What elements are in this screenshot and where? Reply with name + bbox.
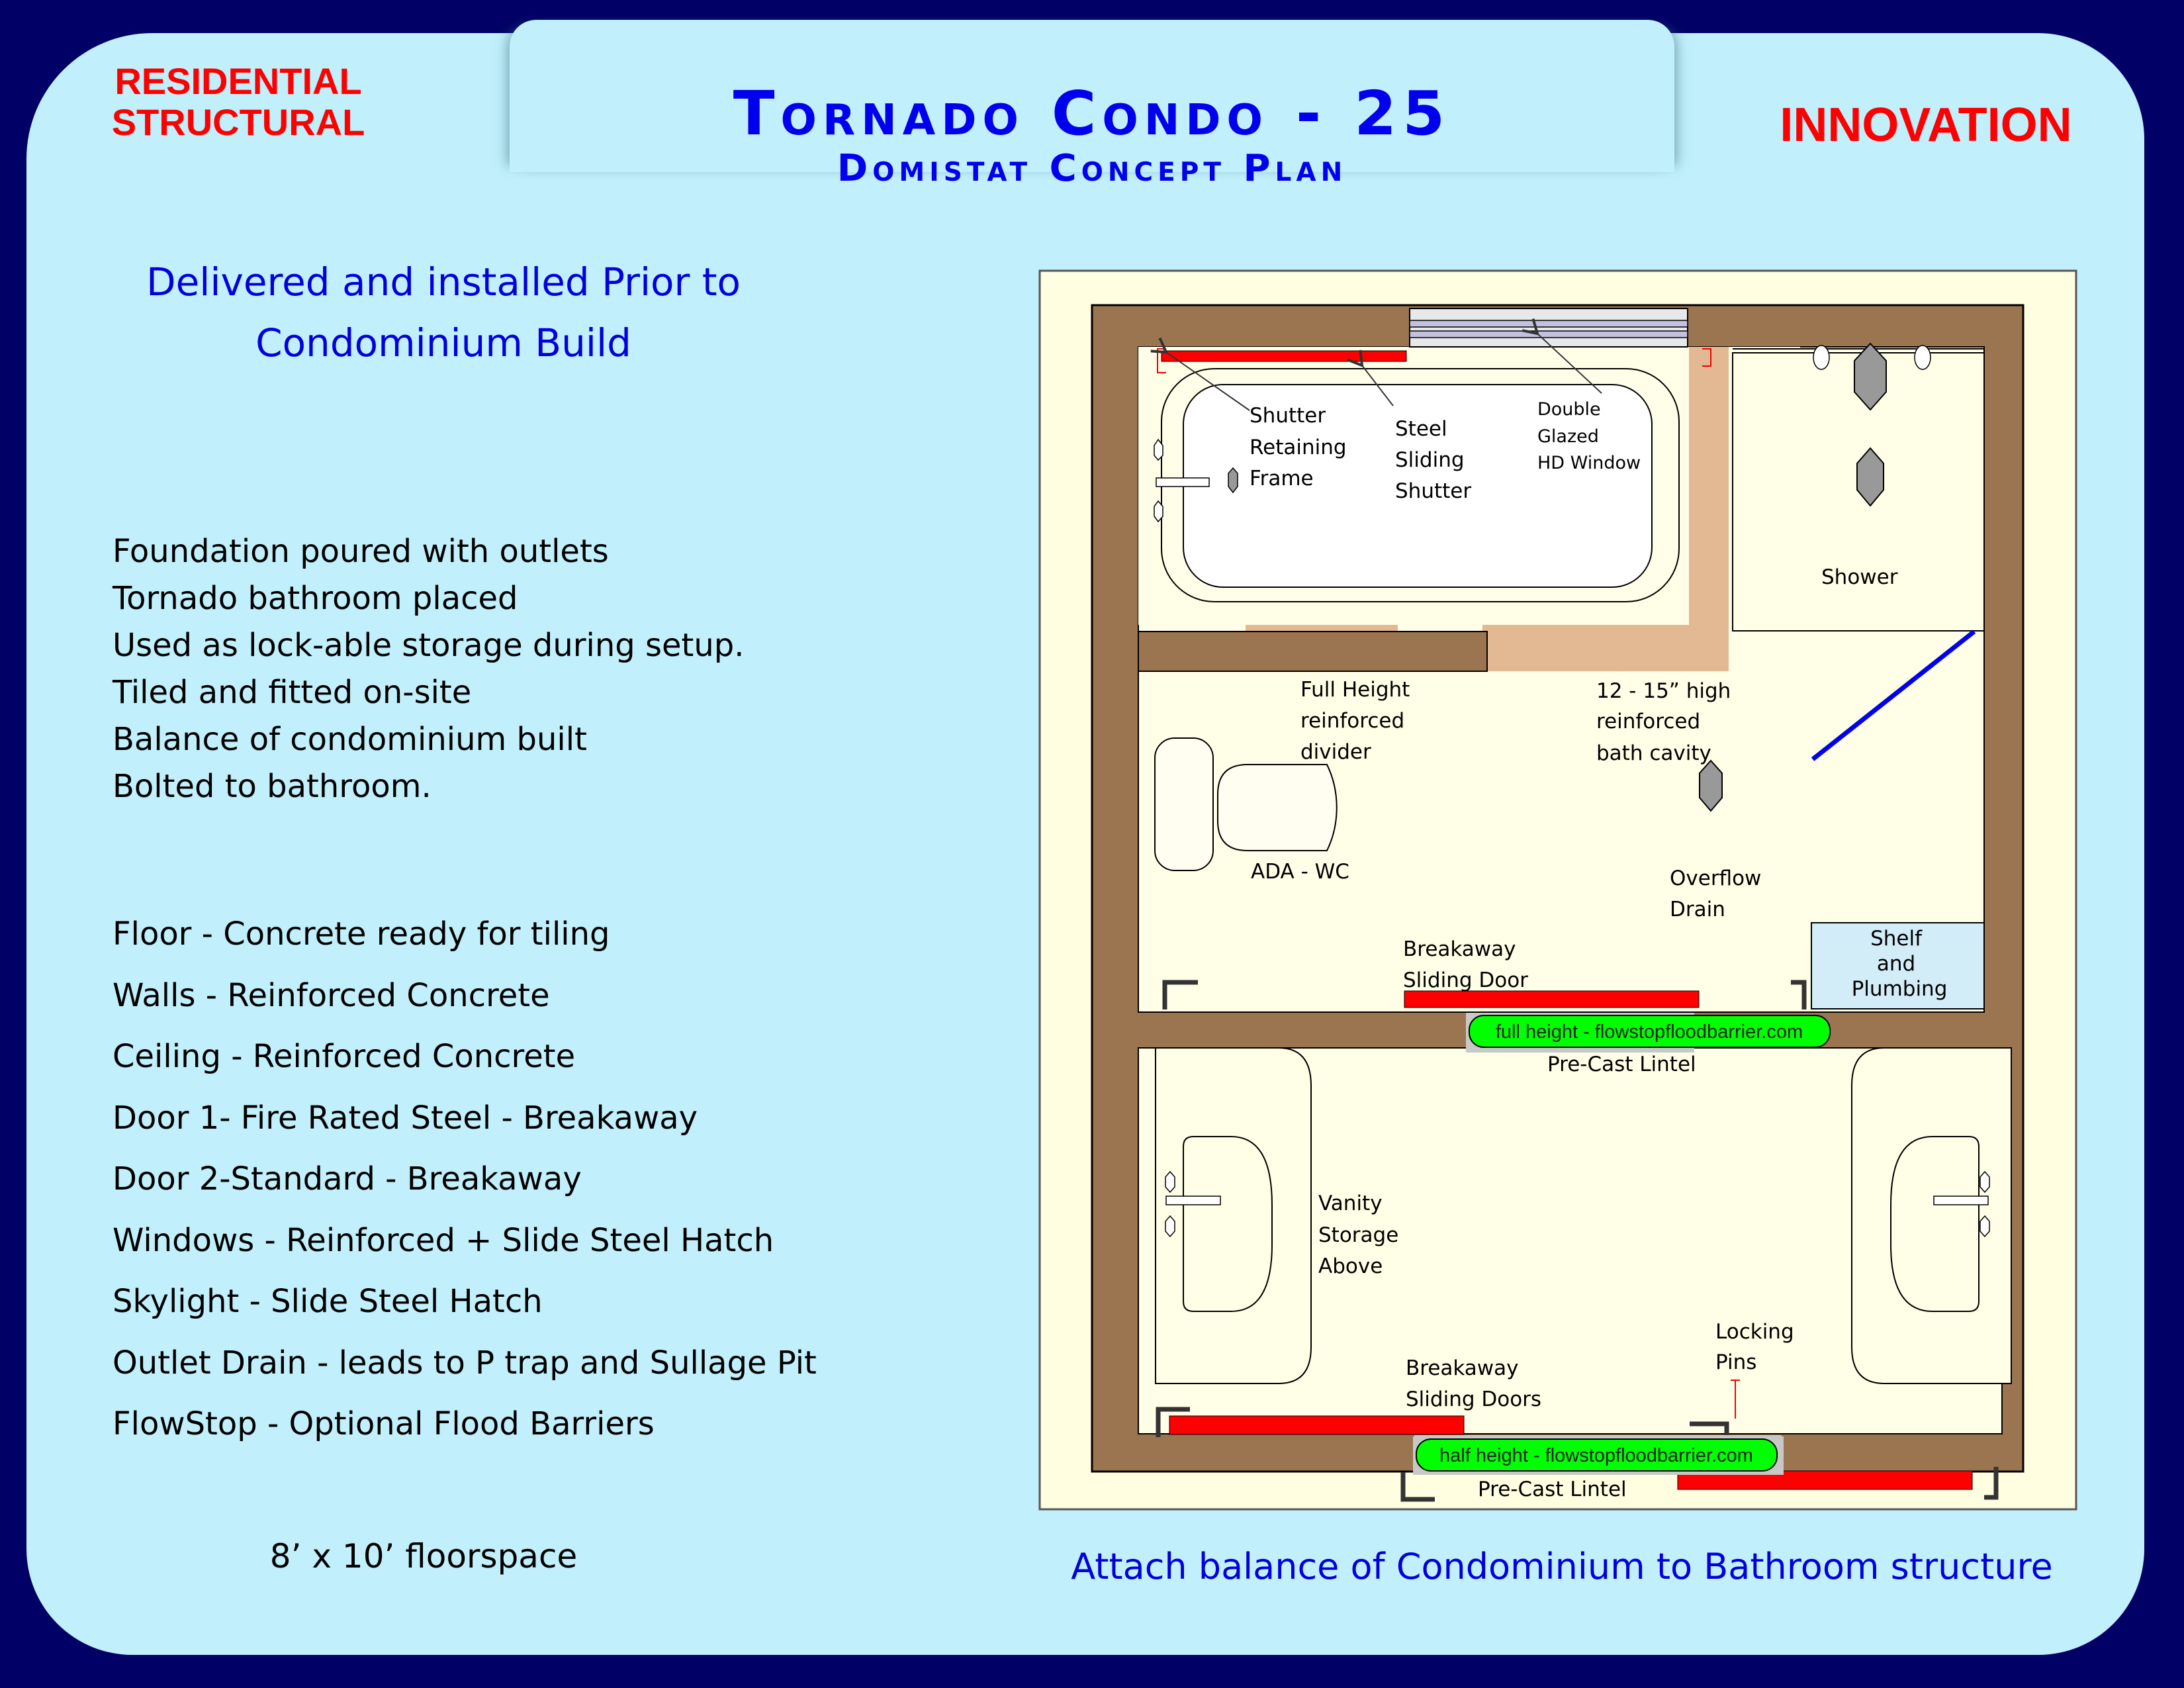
- faucet-left: [1165, 1170, 1221, 1238]
- spec-item: Floor - Concrete ready for tiling: [113, 915, 610, 953]
- full-height-divider: [1138, 631, 1488, 672]
- innovation-label: INNOVATION: [1780, 99, 2072, 152]
- shower-screen: [1811, 630, 1976, 761]
- category-label: RESIDENTIAL STRUCTURAL: [93, 61, 384, 143]
- locking-pin: [1731, 1380, 1740, 1419]
- label-window: Double Glazed HD Window: [1537, 399, 1641, 473]
- double-glazed-window: [1409, 308, 1688, 348]
- category-line-1: RESIDENTIAL: [114, 60, 362, 102]
- label-lintel-1: Pre-Cast Lintel: [1547, 1053, 1696, 1076]
- page-subtitle: Domistat Concept Plan: [837, 147, 1347, 190]
- process-step: Bolted to bathroom.: [113, 768, 432, 805]
- spec-item: Skylight - Slide Steel Hatch: [113, 1283, 543, 1320]
- bath-faucet: [1154, 438, 1210, 523]
- label-steel-shutter: Steel Sliding Shutter: [1395, 417, 1471, 503]
- label-shutter-frame: Shutter Retaining Frame: [1250, 404, 1353, 491]
- label-wc: ADA - WC: [1251, 860, 1349, 884]
- process-step: Tiled and fitted on-site: [113, 674, 472, 711]
- door-stop-left: [1162, 980, 1198, 1009]
- spec-item: Outlet Drain - leads to P trap and Sulla…: [113, 1344, 817, 1382]
- label-divider: Full Height reinforced divider: [1300, 678, 1416, 764]
- bath-cavity-bottom: [1482, 625, 1729, 671]
- steel-sliding-shutter: [1161, 350, 1407, 362]
- wc-cistern: [1154, 737, 1214, 871]
- label-door2: Breakaway Sliding Doors: [1406, 1356, 1541, 1411]
- process-steps-list: Foundation poured with outlets Tornado b…: [113, 528, 745, 810]
- header-tab: [510, 20, 1674, 172]
- process-step: Used as lock-able storage during setup.: [113, 627, 745, 664]
- overflow-drain-icon: [1699, 759, 1723, 812]
- label-locking-pins: Locking Pins: [1715, 1320, 1801, 1374]
- label-vanity: Vanity Storage Above: [1318, 1192, 1405, 1278]
- label-overflow-drain: Overflow Drain: [1670, 867, 1768, 921]
- door2-stop-left: [1156, 1407, 1190, 1437]
- spec-item: FlowStop - Optional Flood Barriers: [113, 1405, 655, 1442]
- shutter-frame-bracket-right: [1702, 348, 1711, 367]
- shower-drain-icon: [1854, 342, 1887, 411]
- label-bath-cavity: 12 - 15” high reinforced bath cavity: [1596, 679, 1737, 765]
- arrow-steel-shutter: [1347, 350, 1394, 406]
- label-flood-barrier-half: half height - flowstopfloodbarrier.com: [1439, 1445, 1753, 1466]
- breakaway-sliding-door: [1404, 990, 1700, 1008]
- breakaway-sliding-door-2a: [1169, 1415, 1465, 1435]
- delivery-heading-line-1: Delivered and installed Prior to: [146, 259, 741, 305]
- label-shelf: Shelf and Plumbing: [1852, 927, 1948, 1001]
- process-step: Balance of condominium built: [113, 721, 587, 758]
- bath-cavity-strip: [1689, 347, 1729, 671]
- faucet-right: [1933, 1170, 1990, 1238]
- breakaway-sliding-door-2b: [1677, 1470, 1973, 1490]
- spec-item: Ceiling - Reinforced Concrete: [113, 1038, 576, 1075]
- door2-stop-right: [1690, 1421, 1729, 1440]
- category-line-2: STRUCTURAL: [111, 101, 365, 143]
- spec-item: Door 2-Standard - Breakaway: [113, 1160, 582, 1197]
- specifications-list: Floor - Concrete ready for tiling Walls …: [113, 904, 817, 1455]
- lintel2-bracket-left: [1400, 1472, 1435, 1502]
- flood-barrier-full[interactable]: [1469, 1015, 1831, 1048]
- bath-drain-icon: [1228, 467, 1238, 494]
- lintel2-bracket-right: [1984, 1467, 1999, 1500]
- shelf-and-plumbing: [1811, 922, 1985, 1009]
- spec-item: Windows - Reinforced + Slide Steel Hatch: [113, 1221, 774, 1259]
- wc-bowl: [1217, 764, 1338, 851]
- page-title: Tornado Condo - 25: [733, 78, 1451, 149]
- label-door1: Breakaway Sliding Door: [1403, 937, 1528, 992]
- shower-drain-icon-2: [1856, 447, 1884, 507]
- process-step: Foundation poured with outlets: [113, 533, 609, 570]
- flood-barrier-half[interactable]: [1416, 1438, 1778, 1472]
- label-flood-barrier-full: full height - flowstopfloodbarrier.com: [1496, 1021, 1803, 1043]
- spec-item: Door 1- Fire Rated Steel - Breakaway: [113, 1099, 698, 1137]
- sink-right: [1890, 1136, 1979, 1312]
- process-step: Tornado bathroom placed: [113, 580, 518, 617]
- label-lintel-2: Pre-Cast Lintel: [1478, 1477, 1627, 1501]
- door-stop-right: [1791, 980, 1807, 1009]
- spec-item: Walls - Reinforced Concrete: [113, 976, 550, 1014]
- attach-caption: Attach balance of Condominium to Bathroo…: [1071, 1546, 2053, 1587]
- arrow-window: [1522, 318, 1602, 394]
- label-shower: Shower: [1821, 565, 1898, 589]
- sink-left: [1183, 1136, 1273, 1312]
- delivery-heading: Delivered and installed Prior to Condomi…: [86, 252, 801, 373]
- arrow-shutter-frame: [1150, 337, 1250, 411]
- delivery-heading-line-2: Condominium Build: [255, 320, 631, 365]
- shower-heads: [1813, 345, 1931, 370]
- floorspace-label: 8’ x 10’ floorspace: [269, 1537, 578, 1575]
